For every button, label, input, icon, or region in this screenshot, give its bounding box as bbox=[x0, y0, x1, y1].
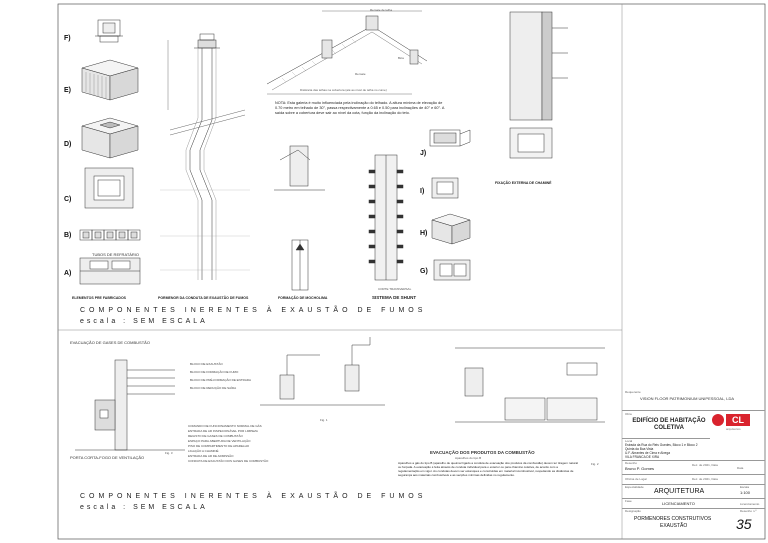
bottom-scale: escala : SEM ESCALA bbox=[80, 504, 208, 511]
roof-label-ridge: Remate bbox=[355, 72, 366, 76]
legend-item: BLOCO DE REDUÇÃO DE SAÍDA bbox=[190, 386, 237, 390]
drawn-cell: Desenho Bruno P. Gomes Dez. de 2021, Dat… bbox=[622, 460, 765, 475]
project-label: Obra bbox=[625, 412, 632, 416]
detail-letter-j: J) bbox=[420, 150, 427, 157]
sheet-number: 35 bbox=[736, 516, 752, 532]
location-line: VILA FRANCA DE XIRA bbox=[625, 455, 660, 459]
roof-label-bottom: Distância das telhas na cobertura (até a… bbox=[300, 88, 387, 92]
sheet-number-label: Desenho n.º bbox=[740, 509, 757, 513]
caption-corte: CORTE TRANSVERSAL bbox=[378, 287, 412, 291]
caption-conduit: PORMENOR DA CONDUTA DE EXAUSTÃO DE FUMOS bbox=[158, 296, 249, 300]
drawn-by: Bruno P. Gomes bbox=[625, 466, 655, 471]
licensing: LICENCIAMENTO bbox=[662, 501, 695, 506]
phase-label: Fase bbox=[625, 499, 632, 503]
legend-left-label: PORTA CORTA-FOGO DE VENTILAÇÃO bbox=[70, 455, 145, 460]
components-jihg-drawing bbox=[429, 129, 471, 281]
legend-item: BLOCO DE PRÉ-FORMAÇÃO DE ENTRADA bbox=[190, 378, 252, 382]
detail-letter-c: C) bbox=[64, 196, 72, 203]
caption-fixacao: FIXAÇÃO EXTERNA DE CHAMINÉ bbox=[495, 181, 552, 185]
location-line: Estrada da Rua do Reis Guedes, Bloco 1 e… bbox=[625, 443, 698, 447]
specialty-cell: Especialidade ARQUITETURA Escala 1:100 bbox=[622, 484, 765, 499]
appliance-fig1-drawing bbox=[260, 337, 385, 406]
sheet-title-1: PORMENORES CONSTRUTIVOS bbox=[634, 516, 712, 522]
title-block: Requerente VISION FLOOR PATRIMONIUM UNIP… bbox=[622, 388, 765, 539]
caption-tubos: TUBOS DE REFRATÁRIO bbox=[92, 252, 140, 257]
sheet-label: Designação bbox=[625, 509, 641, 513]
legend-item: BLOCO DE EXAUSTÃO bbox=[190, 362, 223, 366]
detail-letter-b: B) bbox=[64, 232, 72, 239]
caption-mocholima: FORMAÇÃO DE MOCHOLIMA bbox=[278, 296, 328, 300]
roof-label-right: Bica bbox=[398, 56, 404, 60]
note-item: ENTRADA DE AR INSPECIONÁVEL POR LIMPEZA bbox=[188, 429, 258, 433]
specialty: ARQUITETURA bbox=[654, 488, 705, 495]
specialty-label: Especialidade bbox=[625, 485, 644, 489]
note-item: COMANDO DE FUNCIONAMENTO NORMAL DE GÁS bbox=[188, 424, 262, 428]
gas-evac-drawing bbox=[75, 359, 185, 451]
detail-letter-a: A) bbox=[64, 270, 72, 277]
note-item: ENTRADA DE AR DE ADMISSÃO bbox=[188, 454, 234, 458]
legend-title: EVACUAÇÃO DE GASES DE COMBUSTÃO bbox=[70, 340, 150, 345]
caption-shunt: SISTEMA DE SHUNT bbox=[372, 295, 417, 300]
shunt-system-drawing bbox=[368, 154, 404, 281]
location-line: Quinta da Boa Vista bbox=[625, 447, 654, 451]
phase-cell: Fase LICENCIAMENTO Licenciamento bbox=[622, 498, 765, 509]
detail-letter-d: D) bbox=[64, 141, 72, 148]
project-cell: Obra EDIFÍCIO DE HABITAÇÃO COLETIVA bbox=[622, 410, 710, 439]
revision-label: Data bbox=[737, 466, 744, 470]
evac-sub: Aparelhos do tipo B bbox=[455, 456, 482, 460]
top-scale: escala : SEM ESCALA bbox=[80, 318, 208, 325]
location-line: U.F. Abrantes de Cima e Alvega bbox=[625, 451, 671, 455]
logo-sub: arquitectos bbox=[726, 427, 741, 431]
roof-note: NOTA: Esta galeria é muito influenciada … bbox=[275, 101, 445, 115]
detail-letter-h: H) bbox=[420, 230, 428, 237]
detail-letter-g: G) bbox=[420, 268, 428, 275]
fig-label: Fig. 3 bbox=[165, 451, 173, 455]
logo-circle bbox=[712, 414, 724, 426]
logo-text: CL bbox=[726, 414, 750, 426]
drawn-label: Desenho bbox=[625, 461, 638, 465]
owner-label: Requerente bbox=[625, 390, 641, 394]
note-item: PISO DE COMPARTIMENTO DE APARELHO bbox=[188, 444, 250, 448]
project-name: EDIFÍCIO DE HABITAÇÃO COLETIVA bbox=[632, 418, 706, 431]
detail-letter-i: I) bbox=[420, 188, 425, 195]
owner-name: VISION FLOOR PATRIMONIUM UNIPESSOAL, LDA bbox=[640, 396, 735, 401]
code-cell: Oficina de Lugar Dez. de 2021, Data bbox=[622, 474, 765, 485]
fig-label: Fig. 2 bbox=[591, 462, 599, 466]
appliance-fig2-drawing bbox=[455, 347, 605, 423]
detail-letter-e: E) bbox=[64, 87, 71, 94]
owner-cell: Requerente VISION FLOOR PATRIMONIUM UNIP… bbox=[622, 388, 765, 411]
roof-detail-drawing bbox=[266, 10, 428, 95]
mocholima-drawing bbox=[274, 145, 325, 291]
external-chimney-drawing bbox=[509, 11, 568, 159]
location-cell: Local Estrada da Rua do Reis Guedes, Blo… bbox=[622, 438, 765, 461]
evac-heading: EVACUAÇÃO DOS PRODUTOS DA COMBUSTÃO bbox=[430, 450, 535, 455]
revision: Dez. de 2021, Data bbox=[692, 463, 718, 467]
note-item: CONDUTA DE EXAUSTÃO DOS GASES DE COMBUST… bbox=[188, 459, 269, 463]
chimney-conduit-drawing bbox=[160, 33, 250, 280]
evac-text: Aparelhos a gás do tipo B (aparelho de q… bbox=[398, 461, 578, 477]
bottom-section-title: COMPONENTES INERENTES À EXAUSTÃO DE FUMO… bbox=[80, 493, 427, 500]
roof-label-top: Remate de telha bbox=[370, 8, 393, 12]
detail-letter-f: F) bbox=[64, 35, 71, 42]
top-section-title: COMPONENTES INERENTES À EXAUSTÃO DE FUMO… bbox=[80, 307, 427, 314]
scale-value: 1:100 bbox=[740, 490, 751, 495]
logo: CL arquitectos bbox=[712, 412, 762, 436]
note-item: LIGAÇÃO A CHAMINÉ bbox=[188, 449, 219, 453]
caption-prefab: ELEMENTOS PRE FABRICADOS bbox=[72, 296, 126, 300]
legend-item: BLOCO DE FORMAÇÃO DE FUMO bbox=[190, 370, 239, 374]
prefab-blocks-drawing bbox=[79, 19, 141, 285]
location-label: Local bbox=[625, 439, 633, 443]
scale-label: Escala bbox=[740, 485, 750, 489]
note-item: ESPAÇO PARA ABERTURA DE VENTILAÇÃO bbox=[188, 439, 251, 443]
sheet-cell: Designação PORMENORES CONSTRUTIVOS EXAUS… bbox=[622, 508, 765, 539]
sheet-title-2: EXAUSTÃO bbox=[660, 523, 688, 529]
phase: Licenciamento bbox=[740, 502, 760, 506]
fig-label: Fig. 1 bbox=[320, 418, 328, 422]
note-item: REGISTO DE GASES DE COMBUSTÃO bbox=[188, 434, 243, 438]
code: Oficina de Lugar bbox=[625, 477, 648, 481]
revision-2: Dez. de 2021, Data bbox=[692, 477, 718, 481]
